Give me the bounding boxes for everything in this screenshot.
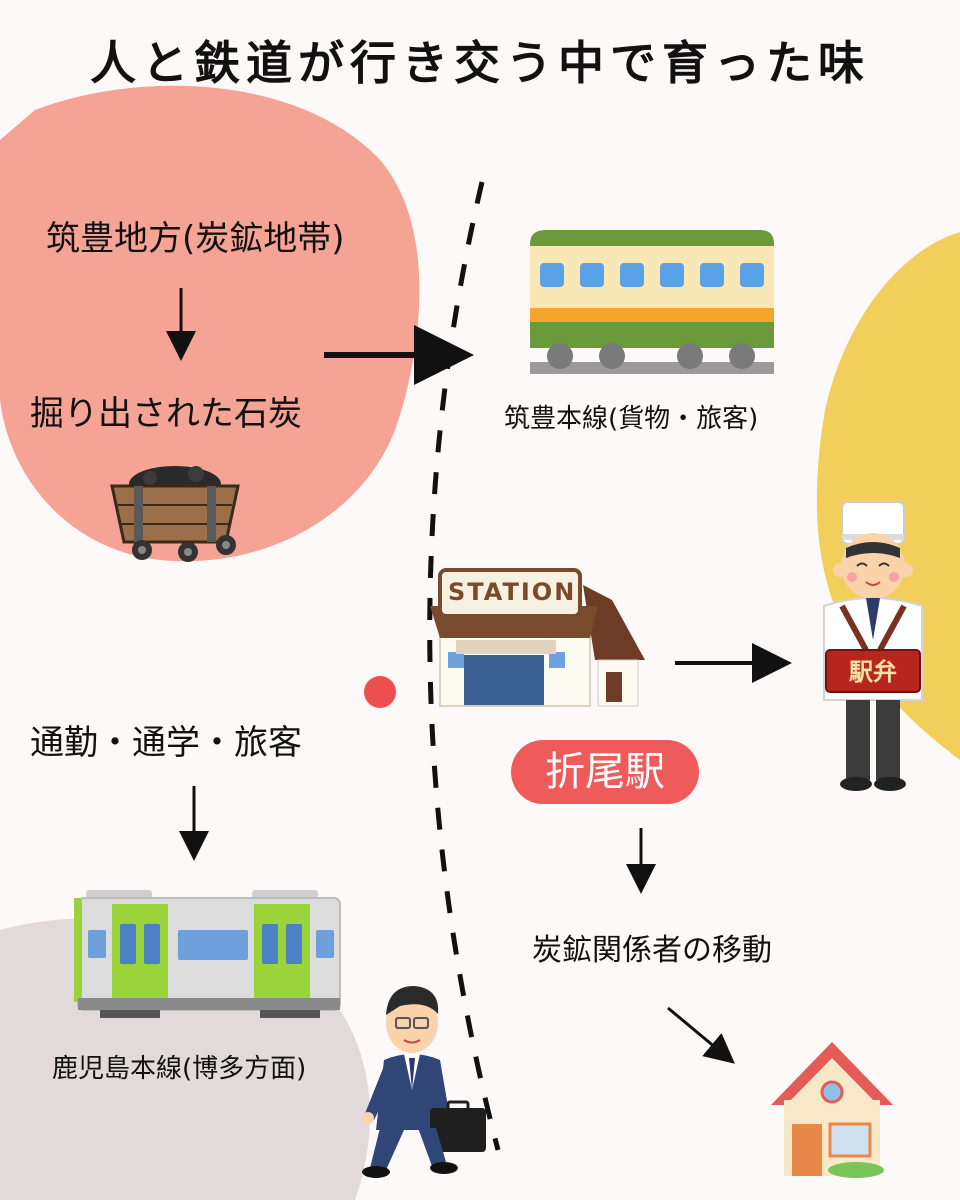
- miner-movement-label: 炭鉱関係者の移動: [532, 933, 772, 968]
- station-dot: [364, 676, 396, 708]
- coal-cart-icon: [110, 466, 240, 562]
- station-sign-text: STATION: [448, 578, 577, 606]
- kagoshima-train-icon: [74, 890, 341, 1018]
- station-name-badge: 折尾駅: [511, 740, 699, 804]
- arrow-to-house: [667, 1006, 735, 1064]
- vendor-box-text: 駅弁: [849, 658, 897, 686]
- house-icon: [771, 1042, 893, 1178]
- chikuho-region-label: 筑豊地方(炭鉱地帯): [46, 219, 345, 259]
- station-building-icon: [430, 568, 645, 707]
- coral-blob: [0, 85, 420, 562]
- page-title: 人と鉄道が行き交う中で育った味: [90, 36, 870, 90]
- mined-coal-label: 掘り出された石炭: [30, 394, 302, 434]
- businessman-icon: [362, 986, 486, 1178]
- kagoshima-line-label: 鹿児島本線(博多方面): [52, 1054, 307, 1084]
- commuters-label: 通勤・通学・旅客: [30, 723, 302, 763]
- chikuho-train-icon: [530, 230, 774, 374]
- ekiben-vendor-icon: 駅弁: [823, 501, 923, 791]
- railway-line: [427, 181, 501, 1151]
- chikuho-line-label: 筑豊本線(貨物・旅客): [504, 404, 759, 434]
